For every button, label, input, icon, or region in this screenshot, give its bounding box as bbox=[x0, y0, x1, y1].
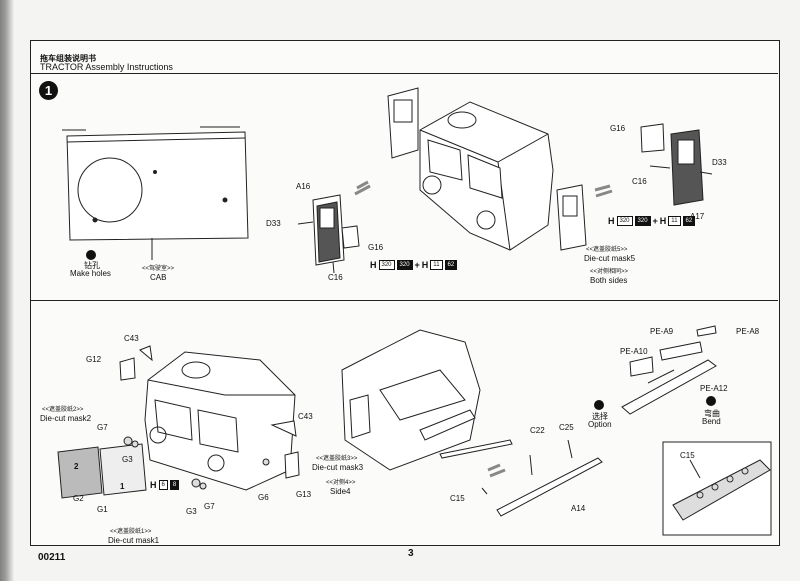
part-label-a14: A14 bbox=[571, 504, 586, 513]
mask2-label-en: Die-cut mask2 bbox=[40, 414, 92, 423]
cab-label-cn: <<驾驶室>> bbox=[142, 266, 175, 272]
part-label-d33-right: D33 bbox=[712, 158, 727, 167]
inset-detail bbox=[662, 441, 772, 536]
part-label-c43-top: C43 bbox=[124, 334, 139, 343]
arrow-2 bbox=[594, 184, 613, 198]
part-label-g7-right: G7 bbox=[204, 502, 215, 511]
mask5-label-en: Die-cut mask5 bbox=[584, 254, 636, 263]
mask3-label-en: Die-cut mask3 bbox=[312, 463, 364, 472]
pe-parts bbox=[621, 325, 717, 415]
paint-code-h: H 6 8 bbox=[150, 480, 180, 490]
part-label-c25: C25 bbox=[559, 423, 574, 432]
part-label-c15-inset: C15 bbox=[680, 451, 695, 460]
bend-icon bbox=[706, 396, 716, 406]
window-number-1: 1 bbox=[120, 482, 125, 491]
drill-icon bbox=[86, 250, 96, 260]
mask2-label-cn: <<遮盖胶纸2>> bbox=[42, 407, 84, 413]
drill-label-cn: 钻孔 bbox=[84, 261, 100, 270]
mask5-label-cn: <<遮盖胶纸5>> bbox=[586, 247, 628, 253]
part-label-pe-a12: PE-A12 bbox=[700, 384, 728, 393]
option-label-en: Option bbox=[588, 420, 612, 429]
mask3-label-cn: <<遮盖胶纸3>> bbox=[316, 456, 358, 462]
side4-label-cn: <<对侧4>> bbox=[326, 480, 356, 486]
part-label-g16-left: G16 bbox=[368, 243, 384, 252]
side4-label-en: Side4 bbox=[330, 487, 351, 496]
mask1-label-cn: <<遮盖胶纸1>> bbox=[110, 529, 152, 535]
window-number-2: 2 bbox=[74, 462, 79, 471]
title-chinese: 拖车组装说明书 bbox=[40, 54, 96, 63]
part-label-pe-a8: PE-A8 bbox=[736, 327, 760, 336]
header-divider bbox=[30, 73, 778, 74]
windshield-mask-panels bbox=[57, 443, 147, 499]
part-label-g1: G1 bbox=[97, 505, 108, 514]
right-door-part bbox=[640, 123, 713, 206]
cab-roof-panel bbox=[62, 126, 249, 260]
cab-body-top bbox=[387, 87, 587, 251]
part-label-c22: C22 bbox=[530, 426, 545, 435]
part-label-c43-right: C43 bbox=[298, 412, 313, 421]
cab-assembly-left bbox=[119, 345, 300, 491]
page-number: 3 bbox=[408, 548, 414, 559]
part-label-a16: A16 bbox=[296, 182, 311, 191]
title-english: TRACTOR Assembly Instructions bbox=[40, 62, 173, 72]
part-label-g7-left: G7 bbox=[97, 423, 108, 432]
part-label-g13: G13 bbox=[296, 490, 312, 499]
paint-code-right: H 320 320 + H 11 62 bbox=[608, 216, 696, 226]
part-label-c16-right: C16 bbox=[632, 177, 647, 186]
arrow-1 bbox=[354, 180, 371, 196]
arrow-3 bbox=[487, 463, 506, 478]
part-label-d33-left: D33 bbox=[266, 219, 281, 228]
option-icon bbox=[594, 400, 604, 410]
cab-interior bbox=[341, 329, 513, 471]
scan-edge bbox=[0, 0, 14, 581]
part-label-g6: G6 bbox=[258, 493, 269, 502]
part-label-c15-main: C15 bbox=[450, 494, 465, 503]
part-label-g2: G2 bbox=[73, 494, 84, 503]
paint-code-left: H 320 320 + H 11 62 bbox=[370, 260, 458, 270]
step-number-badge: 1 bbox=[39, 81, 58, 100]
part-label-g12: G12 bbox=[86, 355, 102, 364]
cab-label-en: CAB bbox=[150, 273, 167, 282]
part-label-pe-a9: PE-A9 bbox=[650, 327, 674, 336]
mask1-label-en: Die-cut mask1 bbox=[108, 536, 160, 545]
both-sides-en: Both sides bbox=[590, 276, 628, 285]
part-label-c16-left: C16 bbox=[328, 273, 343, 282]
both-sides-cn: <<对侧相同>> bbox=[590, 269, 629, 275]
part-label-pe-a10: PE-A10 bbox=[620, 347, 648, 356]
bend-label-en: Bend bbox=[702, 417, 721, 426]
drill-label-en: Make holes bbox=[70, 269, 111, 278]
left-door-part bbox=[297, 194, 360, 274]
product-number: 00211 bbox=[38, 552, 66, 563]
option-label-cn: 选择 bbox=[592, 412, 608, 421]
part-label-g3-left: G3 bbox=[122, 455, 133, 464]
part-label-g16-right: G16 bbox=[610, 124, 626, 133]
part-label-a17: A17 bbox=[690, 212, 705, 221]
part-label-g3-right: G3 bbox=[186, 507, 197, 516]
section-divider bbox=[30, 300, 778, 301]
bend-label-cn: 弯曲 bbox=[704, 409, 720, 418]
rail-a14 bbox=[481, 439, 603, 517]
